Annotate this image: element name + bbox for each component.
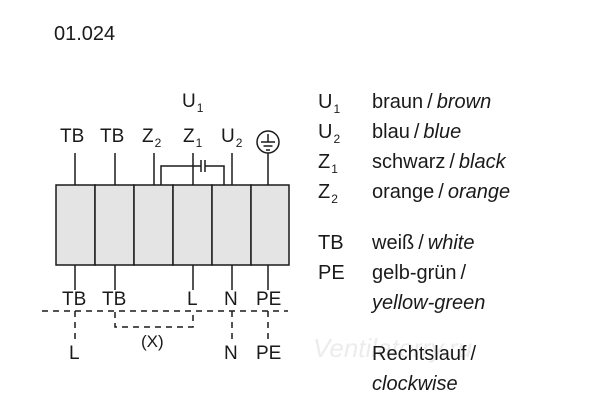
supply-label-n: N (224, 343, 238, 364)
legend-desc-u1: braun/brown (372, 92, 491, 112)
terminal-label-tb-2: TB (100, 127, 124, 146)
legend-de: gelb-grün (372, 262, 457, 284)
legend-separator: / (413, 121, 420, 143)
legend-desc-u2: blau/blue (372, 122, 461, 142)
legend-de: weiß (372, 232, 415, 254)
terminal-letter: TB (100, 126, 125, 147)
legend-row-z2: Z2 (318, 181, 338, 205)
legend-separator: / (470, 343, 477, 365)
bottom-terminal-pe: PE (256, 289, 282, 310)
legend-code-pe: PE (318, 262, 345, 284)
legend-desc-tb: weiß/white (372, 233, 475, 253)
legend-separator: / (438, 181, 444, 203)
bottom-terminal-n: N (224, 289, 238, 310)
legend-desc-z2: orange/orange (372, 182, 510, 202)
capacitor-wire-left (160, 165, 201, 185)
legend-desc-pe: gelb-grün/ (372, 263, 470, 283)
bottom-terminal-l: L (187, 289, 198, 310)
figure-id: 01.024 (54, 23, 116, 45)
legend-en: white (427, 232, 475, 254)
terminal-blocks (55, 184, 290, 266)
legend-code: Z (318, 181, 331, 203)
legend-en: black (458, 151, 506, 173)
legend-code: U (318, 91, 333, 113)
supply-label-l: L (69, 343, 80, 364)
legend-row-u2: U2 (318, 121, 340, 145)
legend-en: orange (447, 181, 511, 203)
ground-icon (256, 130, 280, 154)
top-terminal-sub: 1 (196, 101, 204, 115)
terminal-sub: 2 (235, 136, 243, 150)
legend-code: Z (318, 151, 331, 173)
legend-desc-z1: schwarz/black (372, 152, 506, 172)
terminal-label-tb-1: TB (60, 127, 84, 146)
terminal-label-z2: Z2 (142, 126, 161, 149)
capacitor-wire-right (205, 165, 225, 185)
legend-row-u1: U1 (318, 91, 340, 115)
terminal-sub: 2 (154, 136, 162, 150)
terminal-letter: U (221, 126, 235, 147)
legend-en-pe: yellow-green (372, 292, 486, 314)
legend-code-sub: 1 (331, 162, 338, 176)
bridge-x (114, 312, 194, 328)
top-terminal-label: U1 (182, 91, 203, 114)
legend-de: schwarz (372, 151, 446, 173)
terminal-letter: Z (183, 126, 195, 147)
terminal-label-z1: Z1 (183, 126, 202, 149)
legend-separator: / (418, 232, 424, 254)
legend-row-z1: Z1 (318, 151, 338, 175)
legend-rotation-de: Rechtslauf/ (372, 344, 480, 364)
legend-de: orange (372, 181, 435, 203)
legend-rotation-en: clockwise (372, 373, 458, 395)
legend-separator: / (449, 151, 455, 173)
terminal-label-u2: U2 (221, 126, 242, 149)
legend-en: brown (436, 91, 492, 113)
legend-code-sub: 2 (333, 132, 341, 146)
bridge-label-x: (X) (141, 332, 164, 351)
legend-code: U (318, 121, 333, 143)
legend-de: Rechtslauf (372, 343, 467, 365)
top-terminal-letter: U (182, 91, 196, 112)
bottom-terminal-tb-1: TB (62, 289, 87, 310)
legend-de: braun (372, 91, 424, 113)
legend-code-sub: 1 (333, 102, 341, 116)
legend-en: blue (423, 121, 462, 143)
terminal-letter: TB (60, 126, 85, 147)
legend-code-tb: TB (318, 232, 344, 254)
bottom-terminal-tb-2: TB (102, 289, 127, 310)
legend-de: blau (372, 121, 410, 143)
watermark: Ventilatorry.ru (313, 333, 472, 363)
terminal-letter: Z (142, 126, 154, 147)
terminal-sub: 1 (195, 136, 203, 150)
legend-code-sub: 2 (331, 192, 338, 206)
legend-separator: / (460, 262, 467, 284)
legend-separator: / (427, 91, 433, 113)
supply-label-pe: PE (256, 343, 282, 364)
